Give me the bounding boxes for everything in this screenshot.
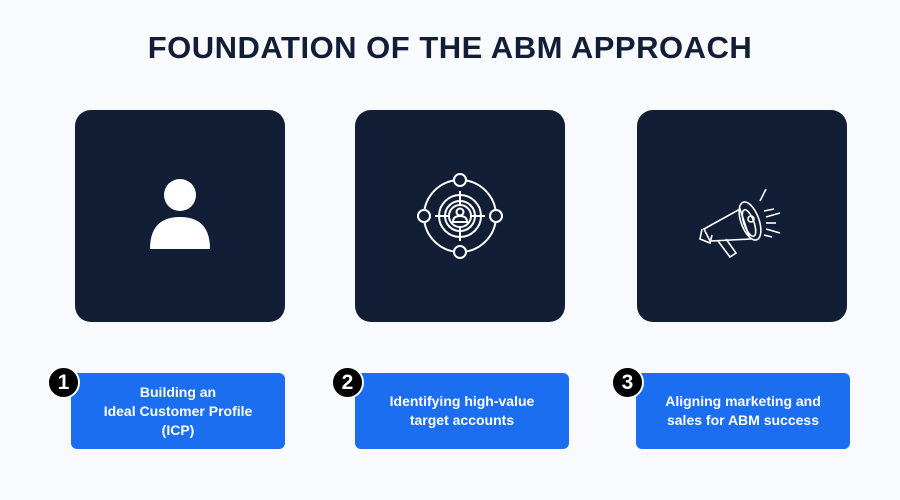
step-number-1: 1	[47, 366, 80, 399]
step-label-3: Aligning marketing and sales for ABM suc…	[636, 373, 850, 449]
card-icp	[75, 110, 285, 322]
megaphone-icon	[699, 188, 781, 259]
step-number-2: 2	[331, 366, 364, 399]
page-title: FOUNDATION OF THE ABM APPROACH	[147, 30, 753, 65]
step-number-3: 3	[611, 366, 644, 399]
person-icon	[150, 179, 210, 249]
target-person-icon	[417, 173, 503, 259]
step-label-2: Identifying high-value target accounts	[355, 373, 569, 449]
card-alignment	[637, 110, 847, 322]
card-target-accounts	[355, 110, 565, 322]
step-label-1: Building an Ideal Customer Profile (ICP)	[71, 373, 285, 449]
